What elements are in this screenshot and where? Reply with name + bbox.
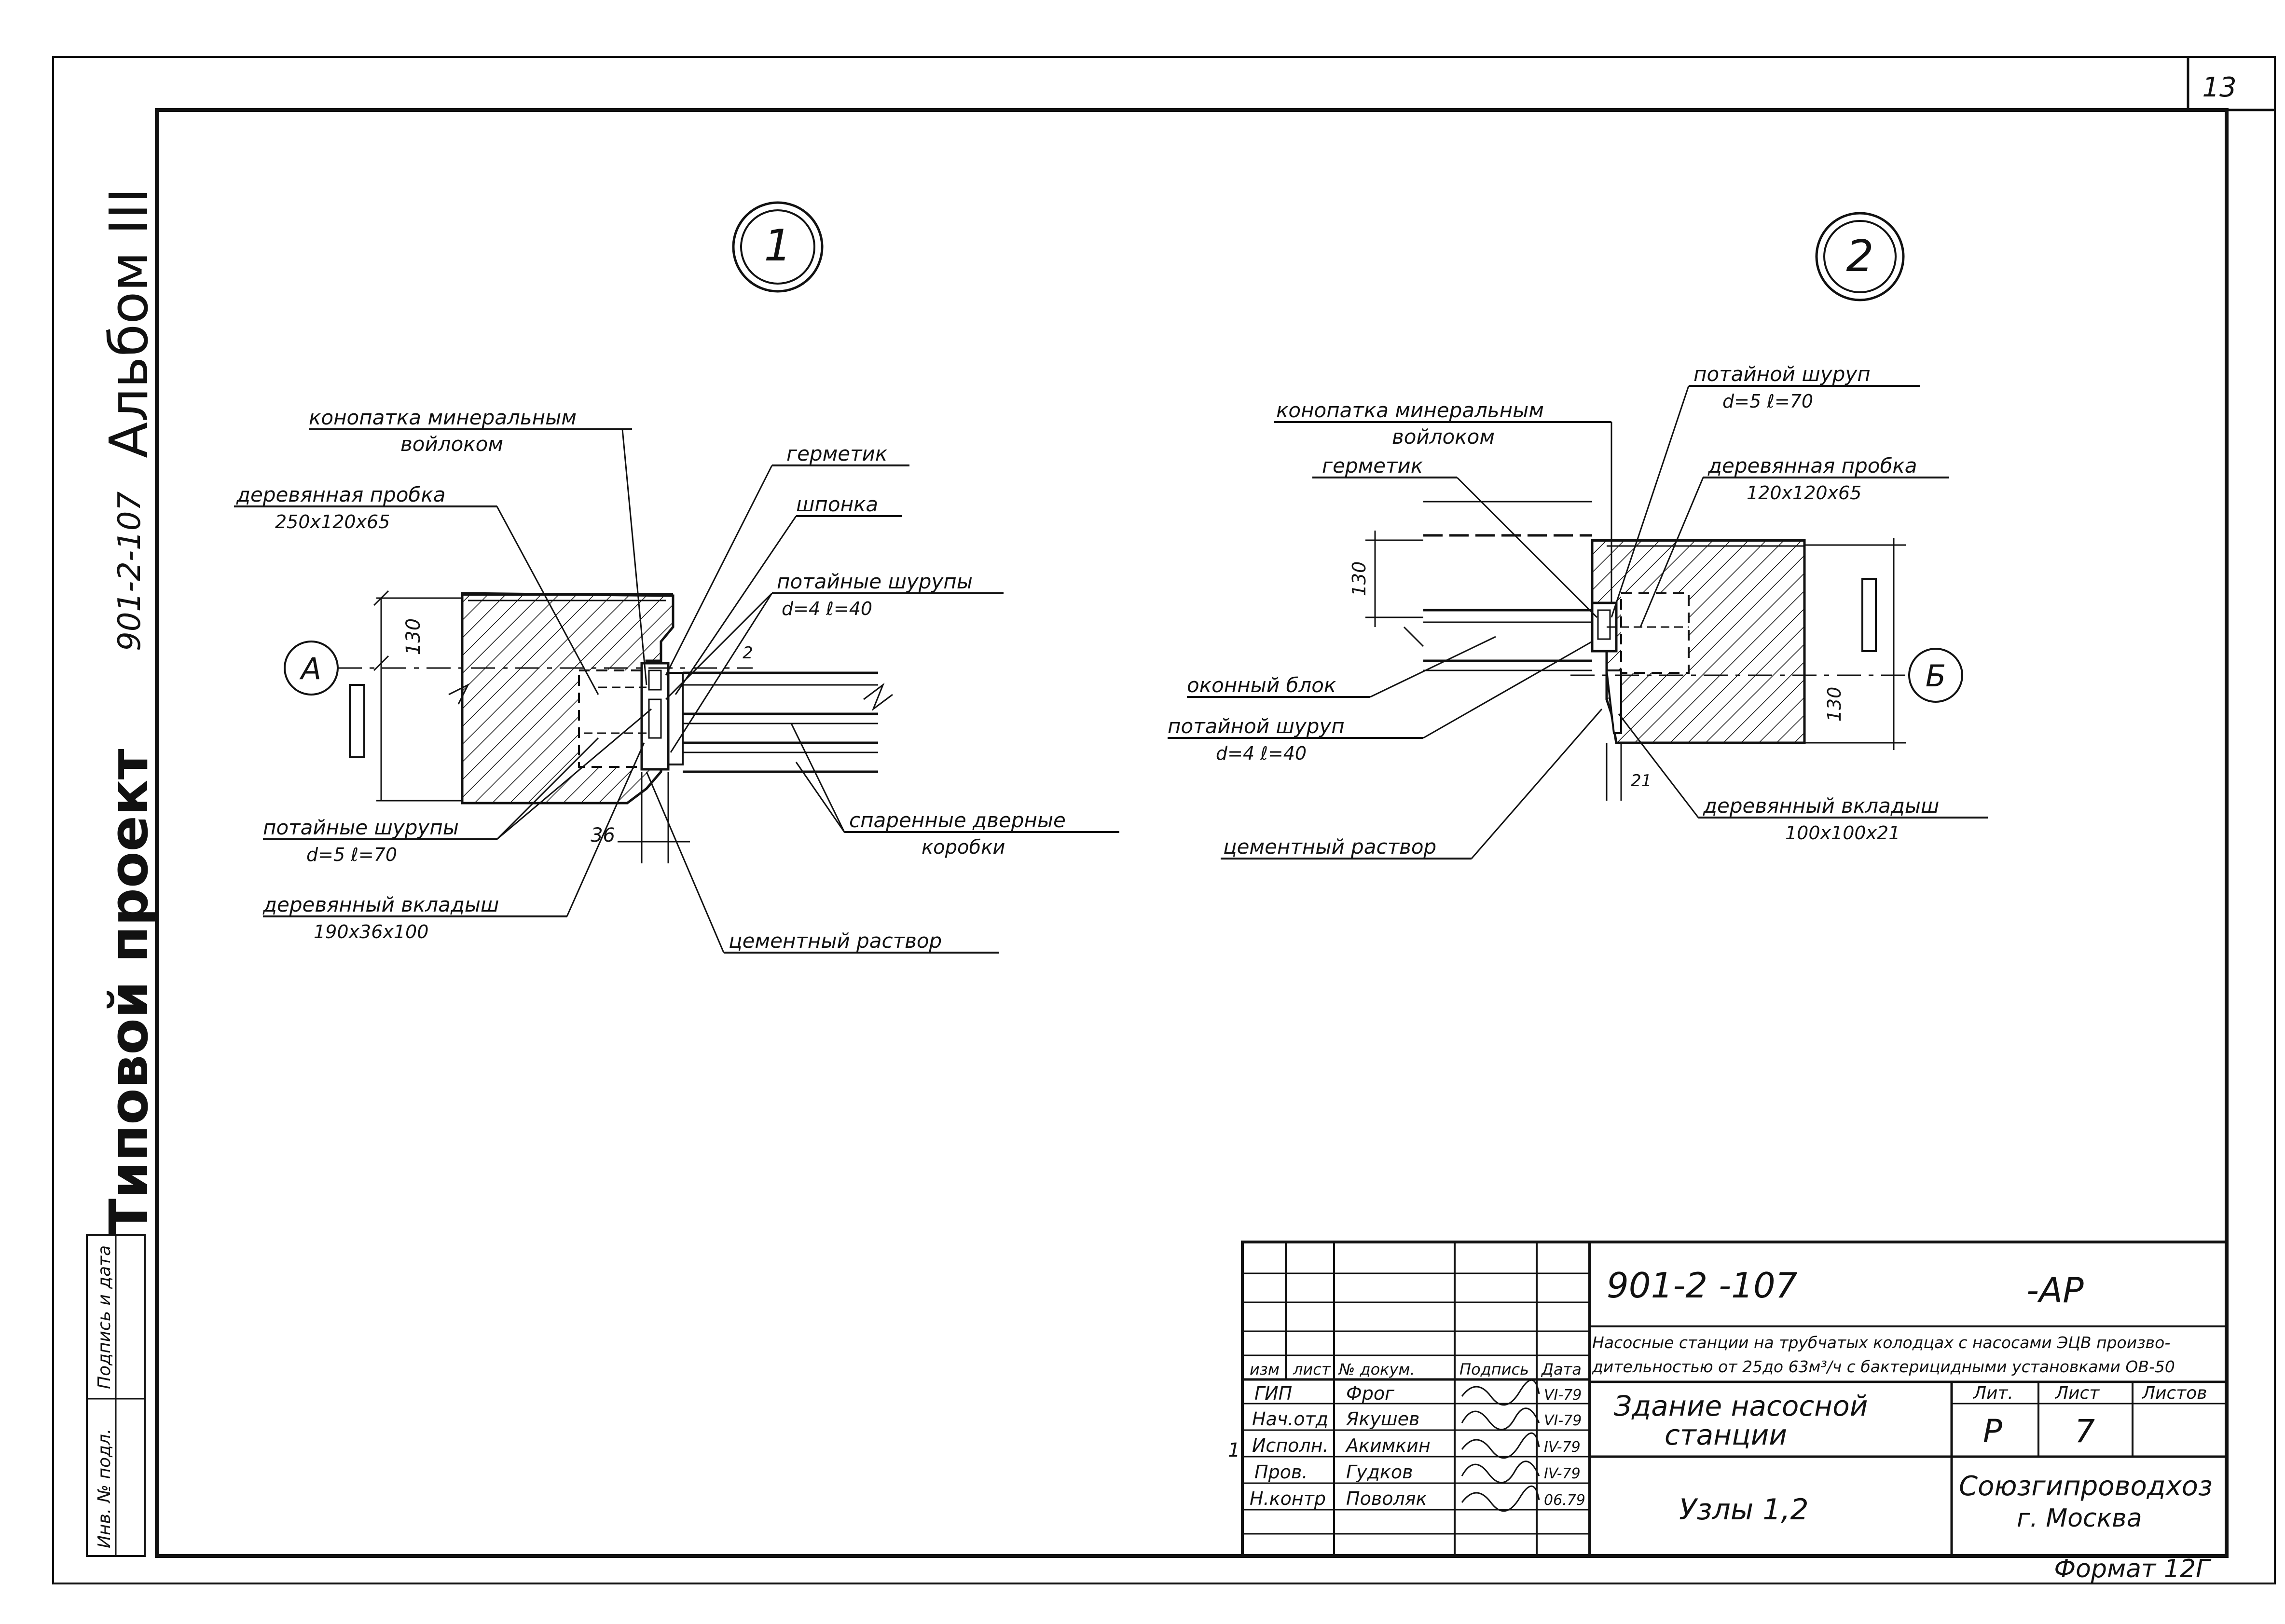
row-role-4: Н.контр xyxy=(1250,1488,1326,1509)
label-screws-bot-size: d=5 ℓ=70 xyxy=(306,844,397,865)
label2-window: оконный блок xyxy=(1187,673,1336,697)
label-screws-bot: потайные шурупы xyxy=(263,816,459,839)
label2-screw-top: потайной шуруп xyxy=(1693,362,1871,386)
row-date-2: IV-79 xyxy=(1544,1439,1581,1456)
izm-mark: 1 xyxy=(1228,1439,1240,1461)
label-sealant: герметик xyxy=(786,442,888,465)
svg-text:1: 1 xyxy=(764,220,791,271)
row-date-1: VI-79 xyxy=(1544,1412,1582,1429)
label2-caulk-2: войлоком xyxy=(1392,425,1495,449)
svg-text:Листов: Листов xyxy=(2141,1383,2207,1403)
side-album: Альбом III xyxy=(98,188,160,458)
label-mortar: цементный раствор xyxy=(729,929,942,953)
node-2-axis-marker xyxy=(1908,648,1963,703)
stamp-inv: Инв. № подл. xyxy=(95,1429,114,1548)
label-caulk-2: войлоком xyxy=(400,432,503,456)
side-title: Типовой проект xyxy=(98,749,160,1235)
label2-screw-bot: потайной шуруп xyxy=(1168,714,1345,738)
building-name: Здание насосной xyxy=(1614,1390,1868,1422)
svg-text:2: 2 xyxy=(743,643,753,663)
project-line-2: дительностью от 25до 63м³/ч с бактерицид… xyxy=(1592,1357,2175,1376)
label2-screw-bot-size: d=4 ℓ=40 xyxy=(1216,743,1307,764)
label-screws-top-size: d=4 ℓ=40 xyxy=(782,598,872,619)
label-insert-size: 190х36х100 xyxy=(314,921,428,942)
label2-plug: деревянная пробка xyxy=(1707,454,1917,478)
svg-text:2: 2 xyxy=(1846,231,1873,282)
row-name-4: Поволяк xyxy=(1346,1488,1427,1509)
row-role-2: Исполн. xyxy=(1252,1435,1329,1456)
node-1-marker xyxy=(732,201,824,293)
label2-caulk: конопатка минеральным xyxy=(1276,398,1544,422)
doc-suffix: -АР xyxy=(2026,1270,2084,1310)
label-insert: деревянный вкладыш xyxy=(262,893,499,916)
label-frames: спаренные дверные xyxy=(849,808,1066,832)
svg-text:Лист: Лист xyxy=(2054,1383,2100,1403)
lit-value: Р xyxy=(1983,1413,2002,1450)
side-code: 901-2-107 xyxy=(112,491,148,652)
label-plug-size: 250х120х65 xyxy=(275,511,390,532)
svg-text:130: 130 xyxy=(1349,561,1370,597)
label2-sealant: герметик xyxy=(1322,454,1423,478)
svg-text:130: 130 xyxy=(402,618,425,655)
org-name: Союзгипроводхоз xyxy=(1959,1471,2213,1502)
label2-mortar: цементный раствор xyxy=(1223,835,1436,859)
label-key: шпонка xyxy=(796,492,878,516)
svg-text:№ докум.: № докум. xyxy=(1338,1360,1415,1378)
label2-insert: деревянный вкладыш xyxy=(1703,794,1939,818)
node-1-wall xyxy=(461,473,673,598)
row-role-3: Пров. xyxy=(1254,1461,1308,1483)
row-name-3: Гудков xyxy=(1346,1461,1413,1483)
org-city: г. Москва xyxy=(2017,1504,2142,1533)
label2-insert-size: 100х100х21 xyxy=(1785,822,1900,844)
building-name-2: станции xyxy=(1665,1419,1787,1451)
label2-screw-top-size: d=5 ℓ=70 xyxy=(1722,391,1813,412)
title-block: изм лист № докум. Подпись Дата ГИП Фрог … xyxy=(1228,1241,2228,1557)
svg-text:изм: изм xyxy=(1250,1360,1280,1378)
svg-text:Б: Б xyxy=(1926,658,1946,694)
label-screws-top: потайные шурупы xyxy=(777,570,973,593)
node-2-marker xyxy=(1815,212,1905,301)
stamp-sign: Подпись и дата xyxy=(95,1245,114,1389)
project-line-1: Насосные станции на трубчатых колодцах с… xyxy=(1592,1333,2170,1352)
row-date-3: IV-79 xyxy=(1544,1465,1581,1482)
label-caulk: конопатка минеральным xyxy=(309,406,577,429)
label-plug: деревянная пробка xyxy=(236,483,446,506)
label2-plug-size: 120х120х65 xyxy=(1747,482,1861,504)
signatures xyxy=(1461,1379,1540,1512)
svg-text:Подпись: Подпись xyxy=(1459,1360,1529,1378)
sheet-frame: 13 Формат 12Г xyxy=(52,56,2276,1584)
svg-text:лист: лист xyxy=(1293,1360,1331,1378)
page-number: 13 xyxy=(2202,72,2236,103)
side-strip: Типовой проект 901-2-107 Альбом III Инв.… xyxy=(86,188,160,1557)
svg-text:21: 21 xyxy=(1631,771,1652,791)
format-label: Формат 12Г xyxy=(2054,1555,2212,1583)
svg-text:А: А xyxy=(299,651,321,686)
node-1-detail: 1 xyxy=(234,201,1119,954)
node-2-detail: 2 Б 130 130 21 xyxy=(1168,212,1988,860)
row-date-4: 06.79 xyxy=(1544,1492,1585,1509)
svg-text:Дата: Дата xyxy=(1541,1360,1582,1378)
doc-code: 901-2 -107 xyxy=(1607,1265,1798,1306)
svg-text:Лит.: Лит. xyxy=(1972,1383,2013,1403)
row-name-2: Акимкин xyxy=(1345,1435,1431,1456)
list-value: 7 xyxy=(2075,1413,2095,1450)
row-name-1: Якушев xyxy=(1346,1408,1419,1430)
svg-text:130: 130 xyxy=(1824,687,1845,722)
label-frames-2: коробки xyxy=(922,836,1005,859)
row-name-0: Фрог xyxy=(1346,1383,1395,1404)
sheet-title: Узлы 1,2 xyxy=(1679,1493,1809,1527)
row-date-0: VI-79 xyxy=(1544,1387,1582,1404)
row-role-0: ГИП xyxy=(1254,1383,1292,1404)
row-role-1: Нач.отд xyxy=(1252,1408,1328,1430)
